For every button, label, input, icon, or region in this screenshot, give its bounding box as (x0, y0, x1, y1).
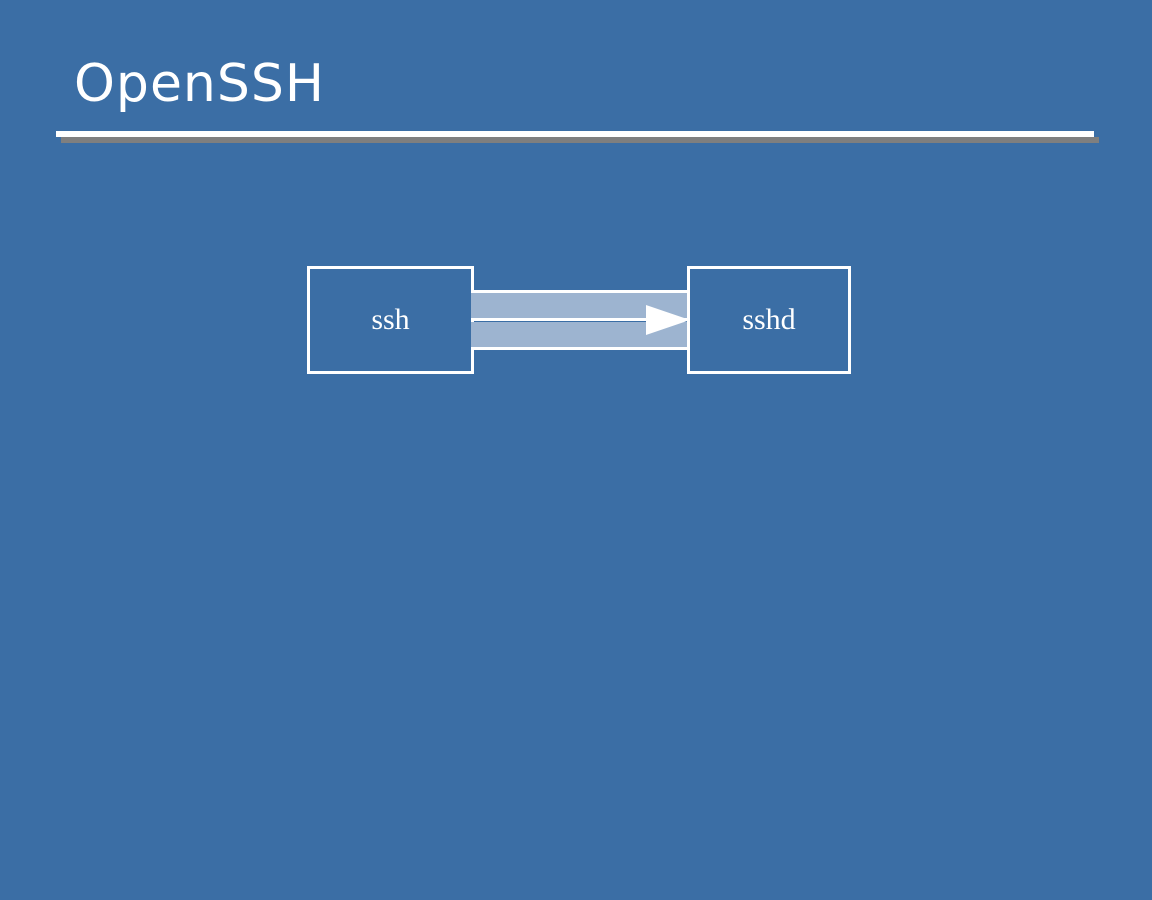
diagram-connector-ssh-to-sshd (471, 290, 690, 350)
page-title: OpenSSH (74, 54, 326, 114)
diagram-node-sshd[interactable]: sshd (687, 266, 851, 374)
connector-band-edge-top (471, 290, 690, 293)
diagram-node-ssh-label: ssh (371, 303, 410, 336)
connector-arrow-shaft (471, 318, 690, 321)
connector-band-edge-bottom (471, 347, 690, 350)
diagram-node-sshd-label: sshd (742, 303, 796, 336)
title-rule-shadow (61, 137, 1099, 143)
diagram-node-ssh[interactable]: ssh (307, 266, 474, 374)
arrow-right-icon (646, 305, 690, 335)
title-rule (56, 131, 1094, 137)
